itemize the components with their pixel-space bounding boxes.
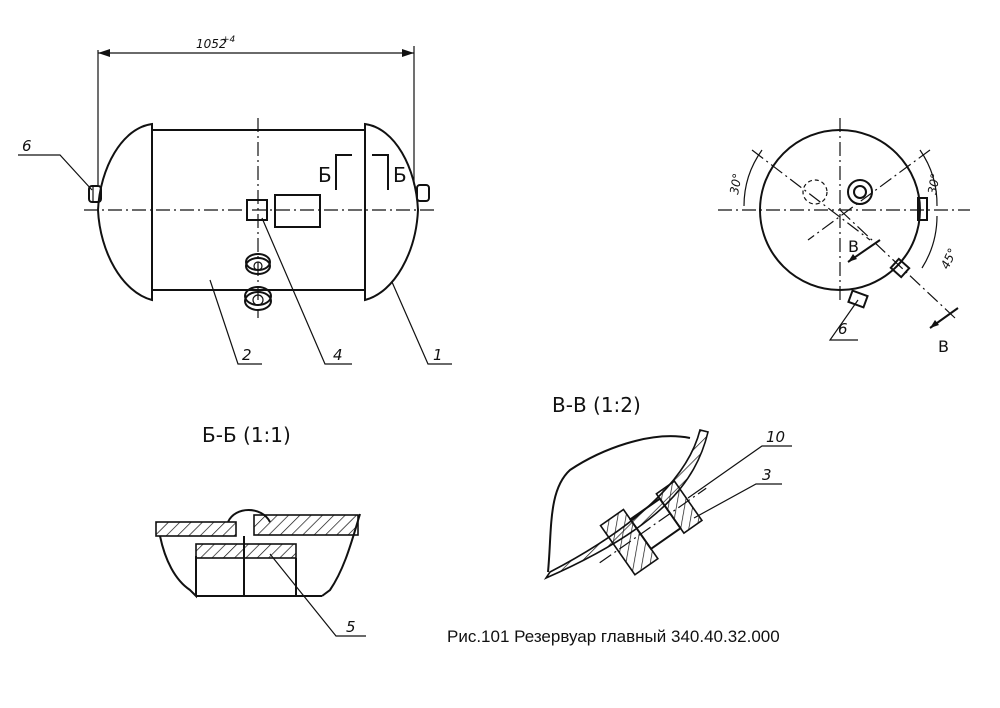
- section-cut-marks-v: В В: [847, 237, 959, 356]
- section-b-b-title: Б-Б (1:1): [202, 423, 291, 447]
- section-cut-marks-b: Б Б: [318, 154, 407, 190]
- length-value: 1052: [196, 37, 227, 51]
- cut-label-b-right: Б: [393, 163, 407, 187]
- nameplate: [274, 194, 321, 228]
- cut-label-b-left: Б: [318, 163, 332, 187]
- length-tolerance: +4: [222, 35, 236, 45]
- part-label-2: 2: [242, 346, 252, 364]
- cut-label-v-upper: В: [848, 237, 859, 256]
- figure-caption: Рис.101 Резервуар главный 340.40.32.000: [447, 627, 780, 646]
- drain-fittings: [244, 253, 272, 311]
- section-v-v-title: В-В (1:2): [552, 393, 641, 417]
- length-dimension: 1052 +4: [97, 35, 415, 185]
- boss-part-3: [599, 480, 707, 576]
- cut-label-v-lower: В: [938, 337, 949, 356]
- angle-label-low: 45°: [938, 246, 960, 271]
- right-fitting: [416, 184, 430, 202]
- left-end-cap: [96, 122, 153, 302]
- right-end-cap: [364, 122, 420, 302]
- part-label-4: 4: [333, 346, 343, 364]
- boss-part-4: [246, 199, 268, 221]
- part-label-3: 3: [762, 466, 772, 484]
- part-label-1: 1: [433, 346, 443, 364]
- part-label-6-main: 6: [22, 137, 32, 155]
- end-view-fittings: [802, 179, 928, 309]
- part-label-5: 5: [346, 618, 356, 636]
- section-b-b: Б-Б (1:1) 5: [155, 423, 366, 637]
- part-label-10: 10: [766, 428, 785, 446]
- part-label-6-end: 6: [838, 320, 848, 338]
- left-fitting: [88, 185, 102, 203]
- reservoir-end-view: 30° 30° 45° В В 6: [718, 118, 970, 356]
- section-v-v: В-В (1:2) 10 3: [543, 393, 792, 580]
- angle-label-left: 30°: [727, 172, 744, 195]
- reservoir-side-view: 1052 +4: [18, 35, 452, 365]
- part-leaders: 6 2 4 1: [18, 137, 452, 365]
- angle-dimensions: 30° 30° 45°: [727, 149, 960, 271]
- angle-label-right: 30°: [925, 172, 942, 195]
